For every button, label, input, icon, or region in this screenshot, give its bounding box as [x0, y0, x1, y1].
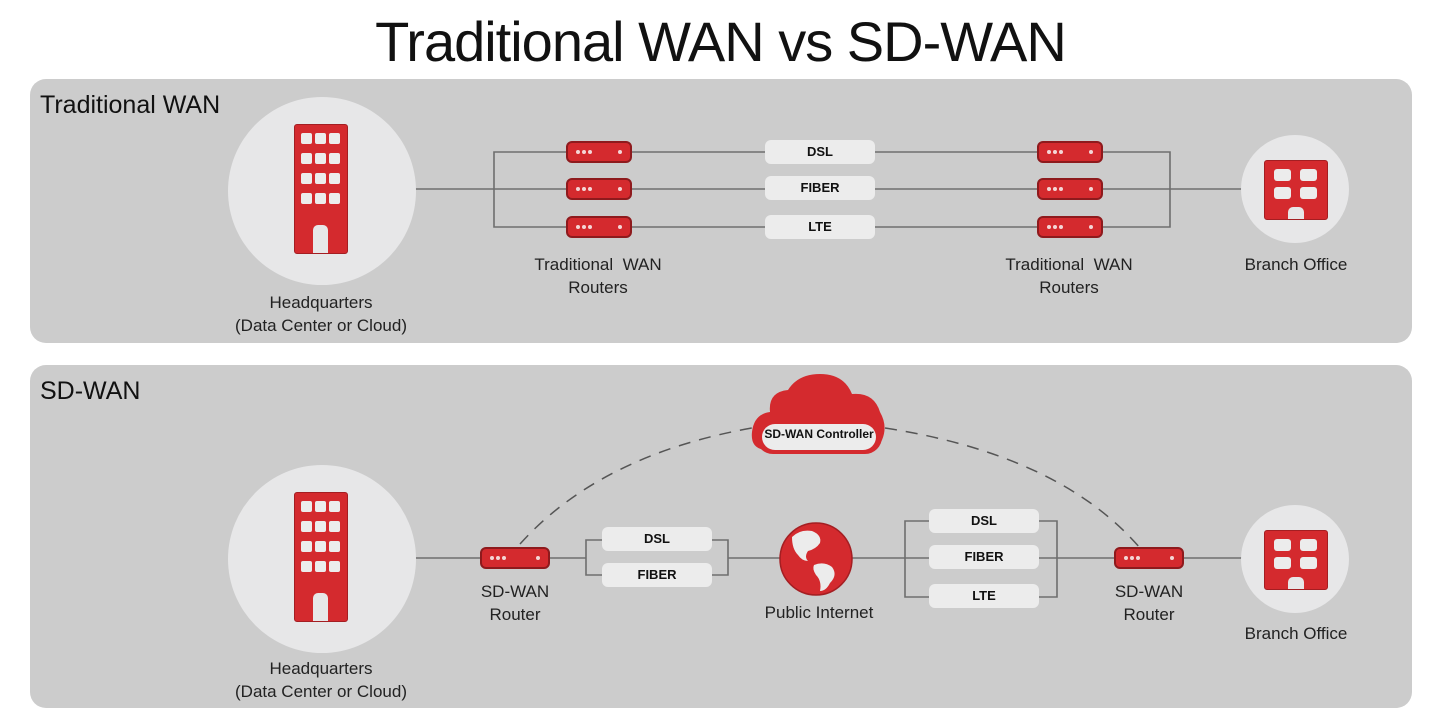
left-routers-caption-line2: Routers [568, 278, 628, 297]
sdwan-router-icon [480, 547, 550, 569]
right-routers-caption-line1: Traditional WAN [1005, 255, 1133, 274]
branch-office-building-icon [1264, 160, 1328, 220]
right-sdwan-router-caption: SD-WAN Router [1097, 580, 1201, 626]
hq-caption: Headquarters (Data Center or Cloud) [200, 657, 442, 703]
link-label-fiber: FIBER [602, 563, 712, 587]
traditional-router-icon [566, 178, 632, 200]
link-label-fiber: FIBER [765, 176, 875, 200]
public-internet-caption: Public Internet [764, 603, 874, 622]
sdwan-controller-label: SD-WAN Controller [764, 427, 874, 441]
hq-caption: Headquarters (Data Center or Cloud) [200, 291, 442, 337]
hq-caption-line1: Headquarters [269, 293, 373, 312]
right-sdwan-router-caption-line2: Router [1123, 605, 1175, 624]
left-routers-caption: Traditional WAN Routers [508, 253, 688, 299]
hq-caption-line2: (Data Center or Cloud) [235, 682, 407, 701]
traditional-router-icon [1037, 141, 1103, 163]
branch-office-building-icon [1264, 530, 1328, 590]
hq-caption-line2: (Data Center or Cloud) [235, 316, 407, 335]
link-label-fiber: FIBER [929, 545, 1039, 569]
traditional-router-icon [1037, 216, 1103, 238]
right-routers-caption-line2: Routers [1039, 278, 1099, 297]
right-sdwan-router-caption-line1: SD-WAN [1114, 582, 1184, 601]
link-label-dsl: DSL [602, 527, 712, 551]
left-routers-caption-line1: Traditional WAN [534, 255, 662, 274]
diagram-title: Traditional WAN vs SD-WAN [375, 10, 1067, 73]
branch-caption: Branch Office [1244, 624, 1348, 643]
right-routers-caption: Traditional WAN Routers [978, 253, 1160, 299]
branch-caption: Branch Office [1244, 255, 1348, 274]
hq-caption-line1: Headquarters [269, 659, 373, 678]
link-label-dsl: DSL [765, 140, 875, 164]
left-sdwan-router-caption-line1: SD-WAN [480, 582, 550, 601]
sdwan-router-icon [1114, 547, 1184, 569]
sdwan-label: SD-WAN [40, 377, 141, 405]
headquarters-building-icon [294, 124, 348, 254]
link-label-lte: LTE [929, 584, 1039, 608]
traditional-router-icon [566, 141, 632, 163]
traditional-router-icon [1037, 178, 1103, 200]
left-sdwan-router-caption: SD-WAN Router [463, 580, 567, 626]
left-sdwan-router-caption-line2: Router [489, 605, 541, 624]
link-label-lte: LTE [765, 215, 875, 239]
sdwan-controller-cloud-icon [751, 374, 885, 454]
public-internet-globe-icon [779, 522, 853, 596]
traditional-router-icon [566, 216, 632, 238]
link-label-dsl: DSL [929, 509, 1039, 533]
traditional-wan-label: Traditional WAN [40, 91, 221, 119]
headquarters-building-icon [294, 492, 348, 622]
